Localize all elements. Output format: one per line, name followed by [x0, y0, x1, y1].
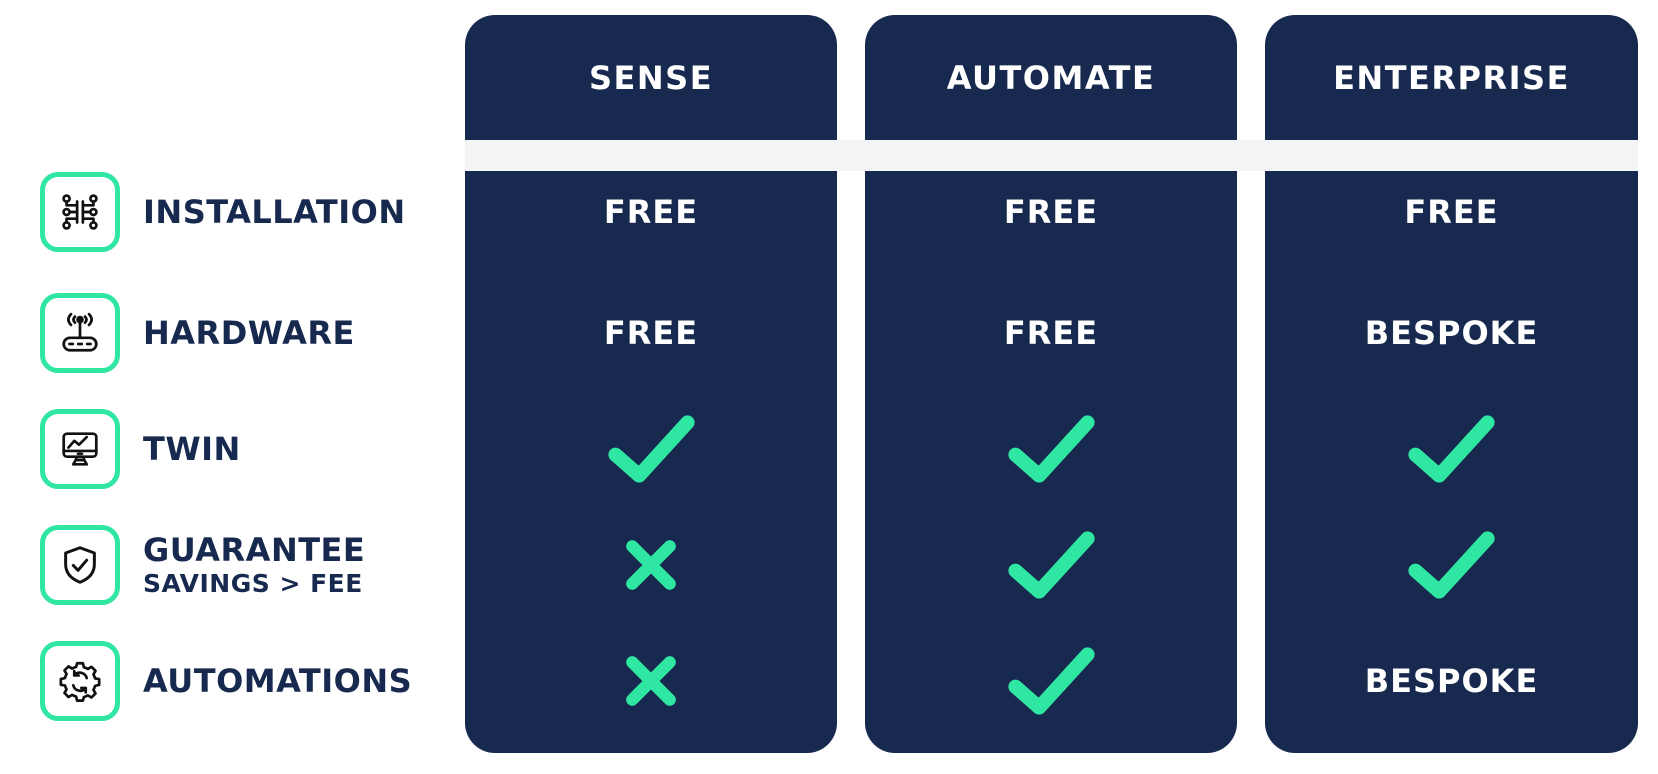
plan-cell	[865, 639, 1237, 723]
shield-check-icon	[40, 525, 120, 605]
plan-cell: FREE	[1003, 314, 1099, 352]
gear-sync-icon	[40, 641, 120, 721]
feature-sublabel: SAVINGS > FEE	[143, 569, 363, 599]
monitor-chart-icon	[40, 409, 120, 489]
plan-cell	[465, 639, 837, 723]
feature-label: GUARANTEE	[143, 530, 366, 569]
plan-cell	[865, 523, 1237, 607]
network-nodes-icon	[40, 172, 120, 252]
plan-column-automate: AUTOMATE FREE FREE	[865, 15, 1237, 753]
plan-column-enterprise: ENTERPRISE FREE BESPOKE BESPOKE	[1265, 15, 1638, 753]
header-separator-band	[465, 140, 1638, 171]
plan-cell: BESPOKE	[1364, 314, 1539, 352]
feature-row-automations: AUTOMATIONS	[40, 639, 412, 723]
feature-row-installation: INSTALLATION	[40, 170, 406, 254]
plan-cell	[1265, 523, 1638, 607]
plan-header: ENTERPRISE	[1333, 58, 1570, 97]
feature-row-twin: TWIN	[40, 407, 241, 491]
feature-label: TWIN	[143, 429, 241, 468]
feature-label: AUTOMATIONS	[143, 661, 413, 700]
plan-cell: FREE	[603, 314, 699, 352]
check-icon	[1404, 413, 1499, 485]
plan-cell	[465, 523, 837, 607]
feature-label: HARDWARE	[143, 313, 355, 352]
plan-header: SENSE	[588, 58, 714, 97]
feature-row-hardware: HARDWARE	[40, 291, 355, 375]
cross-icon	[621, 651, 681, 711]
feature-label: INSTALLATION	[143, 192, 406, 231]
check-icon	[1004, 529, 1099, 601]
check-icon	[604, 413, 699, 485]
plan-column-sense: SENSE FREE FREE	[465, 15, 837, 753]
plan-cell: FREE	[603, 193, 699, 231]
plan-cell: FREE	[1404, 193, 1499, 231]
router-antenna-icon	[40, 293, 120, 373]
feature-row-guarantee: GUARANTEE SAVINGS > FEE	[40, 523, 365, 607]
plan-cell	[865, 407, 1237, 491]
cross-icon	[621, 535, 681, 595]
plan-cell	[1265, 407, 1638, 491]
check-icon	[1004, 413, 1099, 485]
plan-cell: BESPOKE	[1364, 662, 1539, 700]
check-icon	[1004, 645, 1099, 717]
check-icon	[1404, 529, 1499, 601]
plan-cell	[465, 407, 837, 491]
plan-cell: FREE	[1003, 193, 1099, 231]
plan-header: AUTOMATE	[946, 58, 1156, 97]
